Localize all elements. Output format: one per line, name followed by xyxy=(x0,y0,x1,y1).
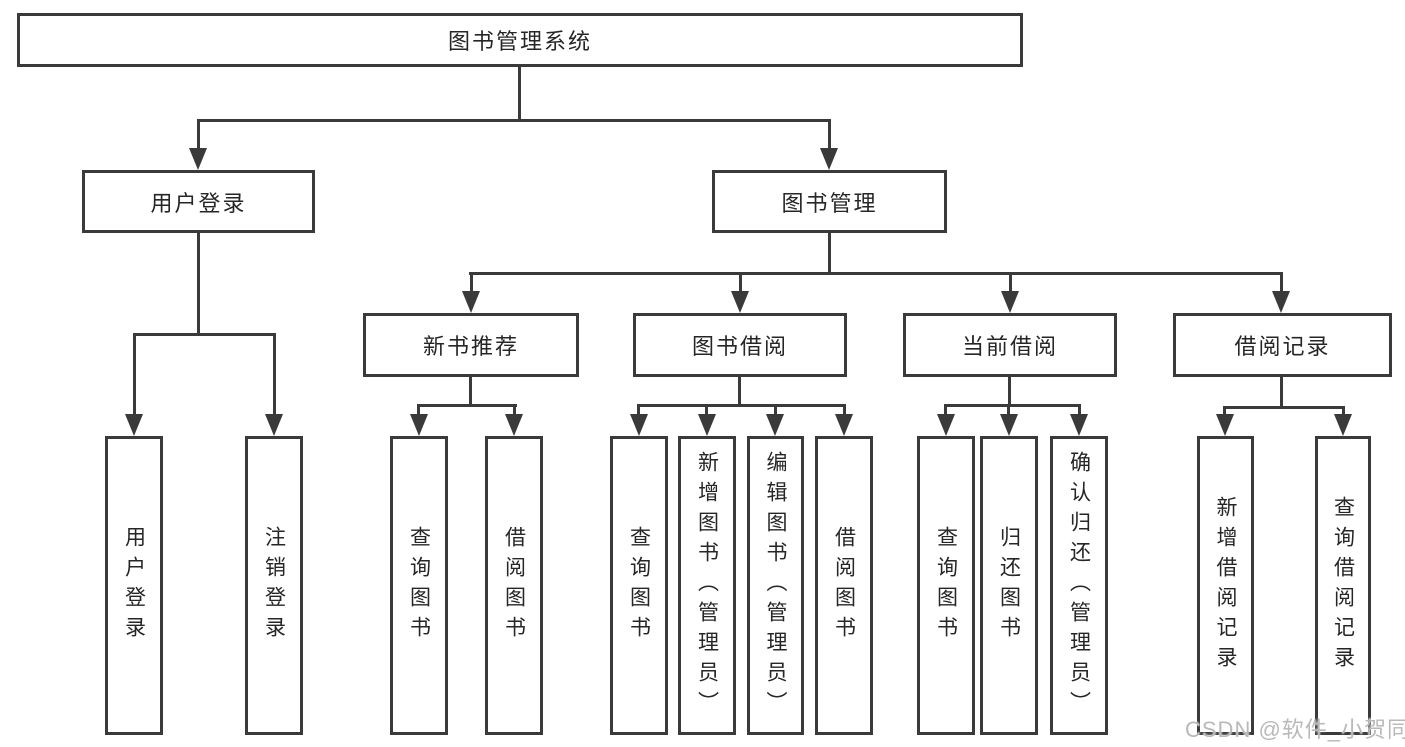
leaf-recommend-query-books: 查询图书 xyxy=(390,436,448,735)
leaf-borrow-add-books-admin-label: 新增图书（管理员） xyxy=(695,450,719,721)
node-book-borrow: 图书借阅 xyxy=(633,313,847,377)
leaf-current-return-books: 归还图书 xyxy=(980,436,1038,735)
leaf-recommend-borrow-books-label: 借阅图书 xyxy=(502,525,526,646)
node-current-borrow-label: 当前借阅 xyxy=(961,334,1058,359)
connector-arrowhead xyxy=(937,414,955,436)
connector-drop xyxy=(470,272,473,293)
connector-drop xyxy=(944,404,947,418)
connector-arrowhead xyxy=(1000,414,1018,436)
connector-arrowhead xyxy=(1334,414,1352,436)
connector-drop xyxy=(197,119,200,152)
connector-current-stub xyxy=(1008,377,1011,407)
connector-arrowhead xyxy=(1216,414,1234,436)
connector-arrowhead xyxy=(1272,291,1290,313)
leaf-logout-label: 注销登录 xyxy=(262,525,286,646)
leaf-records-add-record-label: 新增借阅记录 xyxy=(1214,495,1237,676)
leaf-current-confirm-return-admin-label: 确认归还（管理员） xyxy=(1067,450,1091,721)
connector-drop xyxy=(1280,272,1283,293)
connector-drop xyxy=(637,404,640,418)
connector-arrowhead xyxy=(731,291,749,313)
leaf-borrow-query-books-label: 查询图书 xyxy=(627,525,651,646)
connector-current-rail xyxy=(944,404,1081,407)
connector-drop xyxy=(513,404,516,418)
connector-arrowhead xyxy=(766,414,784,436)
connector-arrowhead xyxy=(698,414,716,436)
connector-arrowhead xyxy=(265,414,283,436)
connector-arrowhead xyxy=(630,414,648,436)
connector-arrowhead xyxy=(189,148,207,170)
leaf-user-login-label: 用户登录 xyxy=(122,525,146,646)
connector-userlogin-stub xyxy=(197,233,200,336)
connector-arrowhead xyxy=(125,414,143,436)
connector-bookmgmt-stub xyxy=(828,233,831,275)
node-new-book-recommend-label: 新书推荐 xyxy=(422,334,519,359)
connector-drop xyxy=(1007,404,1010,418)
connector-drop xyxy=(1078,404,1081,418)
leaf-current-query-books-label: 查询图书 xyxy=(934,525,958,646)
connector-drop xyxy=(739,272,742,293)
connector-drop xyxy=(1009,272,1012,293)
connector-drop xyxy=(273,333,276,416)
leaf-records-query-record-label: 查询借阅记录 xyxy=(1331,495,1355,676)
leaf-borrow-edit-books-admin-label: 编辑图书（管理员） xyxy=(764,450,787,721)
connector-recommend-rail xyxy=(417,404,517,407)
node-user-login-branch: 用户登录 xyxy=(82,170,315,233)
leaf-current-return-books-label: 归还图书 xyxy=(997,525,1021,646)
connector-arrowhead xyxy=(410,414,428,436)
connector-root-stub xyxy=(518,66,521,122)
connector-arrowhead xyxy=(1001,291,1019,313)
connector-arrowhead xyxy=(820,148,838,170)
connector-arrowhead xyxy=(835,414,853,436)
connector-drop xyxy=(1223,406,1226,418)
connector-root-rail xyxy=(197,119,831,122)
connector-drop xyxy=(774,404,777,418)
leaf-current-confirm-return-admin: 确认归还（管理员） xyxy=(1050,436,1108,735)
leaf-borrow-add-books-admin: 新增图书（管理员） xyxy=(678,436,736,735)
leaf-borrow-edit-books-admin: 编辑图书（管理员） xyxy=(747,436,804,735)
connector-drop xyxy=(133,333,136,416)
connector-borrow-rail xyxy=(637,404,846,407)
connector-borrow-stub xyxy=(738,377,741,407)
connector-drop xyxy=(417,404,420,418)
node-borrow-records-label: 借阅记录 xyxy=(1234,334,1331,359)
leaf-borrow-borrow-books-label: 借阅图书 xyxy=(832,525,856,646)
connector-drop xyxy=(1342,406,1345,418)
leaf-user-login: 用户登录 xyxy=(105,436,163,735)
connector-bookmgmt-rail xyxy=(469,272,1283,275)
leaf-recommend-query-books-label: 查询图书 xyxy=(407,525,431,646)
connector-userlogin-rail xyxy=(133,333,276,336)
leaf-logout: 注销登录 xyxy=(245,436,303,735)
node-book-management-label: 图书管理 xyxy=(781,190,878,216)
node-user-login-branch-label: 用户登录 xyxy=(150,190,247,216)
connector-drop xyxy=(843,404,846,418)
leaf-current-query-books: 查询图书 xyxy=(917,436,975,735)
connector-drop xyxy=(828,119,831,152)
node-borrow-records: 借阅记录 xyxy=(1173,313,1392,377)
node-current-borrow: 当前借阅 xyxy=(903,313,1117,377)
leaf-records-add-record: 新增借阅记录 xyxy=(1197,436,1254,735)
node-book-borrow-label: 图书借阅 xyxy=(691,334,788,359)
connector-records-stub xyxy=(1280,377,1283,409)
node-root: 图书管理系统 xyxy=(17,13,1023,67)
connector-arrowhead xyxy=(505,414,523,436)
node-root-label: 图书管理系统 xyxy=(447,29,592,54)
connector-drop xyxy=(705,404,708,418)
watermark-text: CSDN @软件_小贺同学 xyxy=(1185,717,1405,742)
leaf-borrow-borrow-books: 借阅图书 xyxy=(815,436,873,735)
leaf-records-query-record: 查询借阅记录 xyxy=(1315,436,1371,735)
leaf-recommend-borrow-books: 借阅图书 xyxy=(485,436,543,735)
connector-arrowhead xyxy=(1070,414,1088,436)
leaf-borrow-query-books: 查询图书 xyxy=(610,436,668,735)
node-book-management: 图书管理 xyxy=(712,170,947,233)
connector-recommend-stub xyxy=(469,377,472,407)
connector-records-rail xyxy=(1223,406,1345,409)
connector-arrowhead xyxy=(462,291,480,313)
node-new-book-recommend: 新书推荐 xyxy=(363,313,579,377)
